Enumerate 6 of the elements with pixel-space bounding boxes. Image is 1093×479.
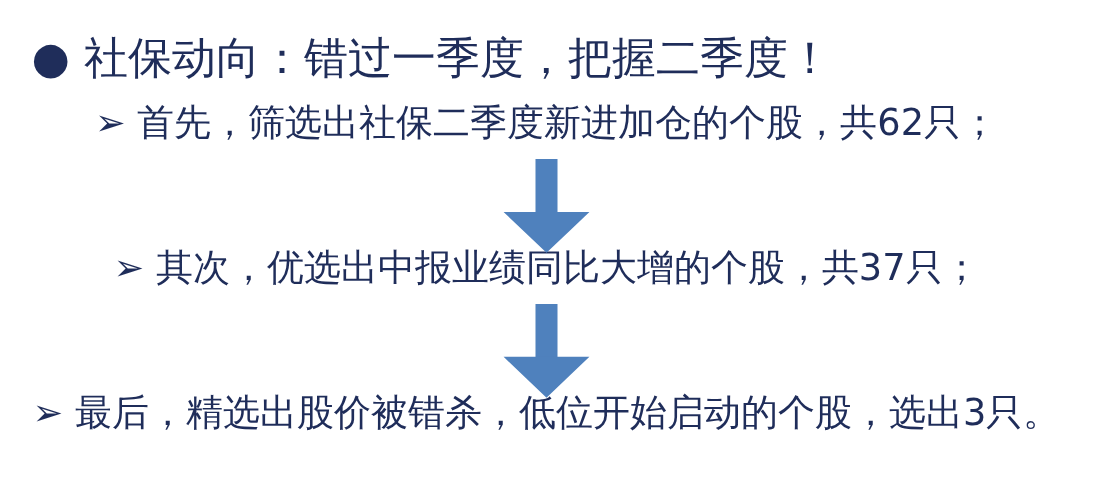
arrow xyxy=(503,303,590,398)
node-text: ➢ 最后，精选出股价被错杀，低位开始启动的个股，选出3只。 xyxy=(32,390,1061,434)
node-text: ➢ 首先，筛选出社保二季度新进加仓的个股，共62只； xyxy=(94,100,999,144)
diagram-title: ● 社保动向：错过一季度，把握二季度！ xyxy=(31,31,833,83)
arrow xyxy=(503,158,590,253)
node-text: ➢ 其次，优选出中报业绩同比大增的个股，共37只； xyxy=(113,245,980,289)
